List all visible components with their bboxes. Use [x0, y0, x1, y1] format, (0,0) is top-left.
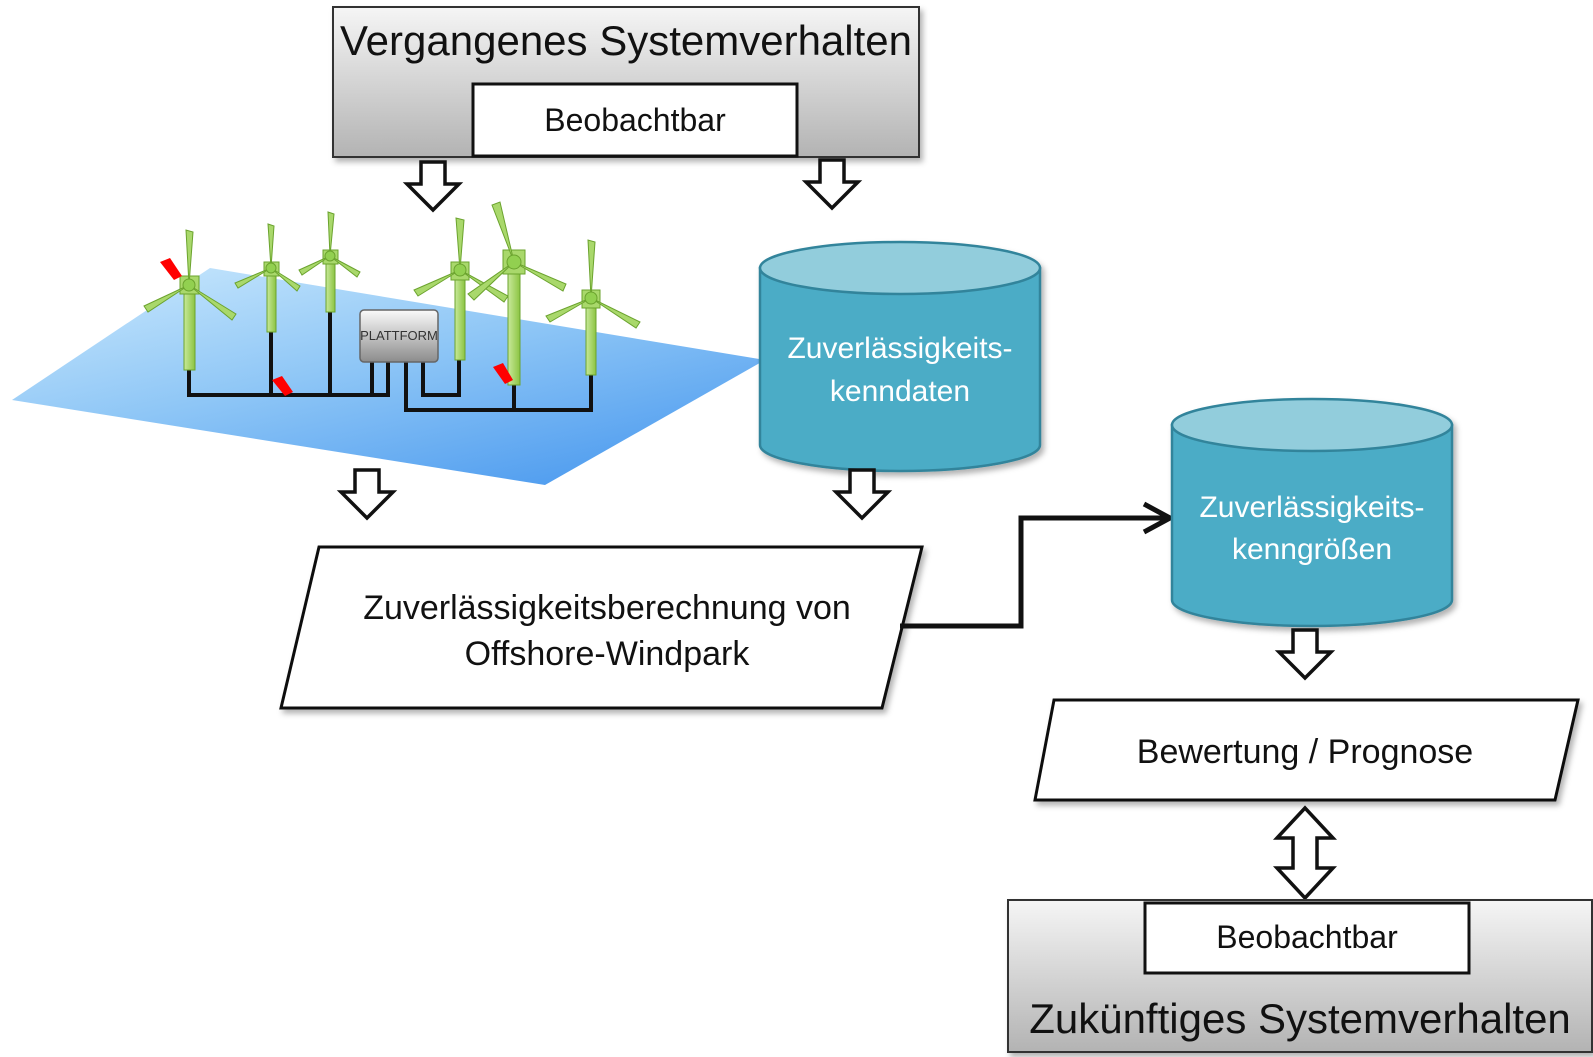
platform-label: PLATTFORM	[360, 328, 438, 343]
calculation-line2: Offshore-Windpark	[465, 635, 751, 673]
db-kenngroessen-line1: Zuverlässigkeits-	[1199, 491, 1424, 524]
turbine-5	[467, 201, 567, 386]
turbine-2	[234, 223, 301, 333]
turbine-6	[545, 239, 641, 376]
calculation-node: Zuverlässigkeitsberechnung von Offshore-…	[279, 545, 924, 710]
fault-marker-3	[493, 363, 513, 384]
db-kenndaten-line2: kenndaten	[830, 375, 970, 408]
db-kenngroessen	[1170, 397, 1454, 628]
future-system-title: Zukünftiges Systemverhalten	[1029, 995, 1571, 1042]
turbine-1	[143, 229, 237, 371]
calculation-line1: Zuverlässigkeitsberechnung von	[363, 589, 851, 627]
cable-network	[187, 310, 593, 412]
platform: PLATTFORM	[359, 309, 439, 363]
arrow-kenngroessen-to-evaluation	[1277, 628, 1333, 680]
fault-marker-2	[272, 376, 293, 396]
fault-markers	[160, 258, 513, 396]
past-observable-label: Beobachtbar	[544, 102, 726, 138]
db-kenndaten	[758, 240, 1042, 473]
turbine-3	[298, 211, 361, 313]
future-system-box: Beobachtbar Zukünftiges Systemverhalten	[1007, 899, 1593, 1053]
arrow-past-to-kenndaten	[804, 158, 860, 210]
fault-marker-1	[160, 258, 182, 280]
evaluation-node: Bewertung / Prognose	[1033, 698, 1580, 802]
evaluation-label: Bewertung / Prognose	[1137, 733, 1473, 771]
arrow-windpark-to-calculation	[339, 468, 395, 520]
db-kenndaten-line1: Zuverlässigkeits-	[787, 332, 1012, 365]
arrow-past-to-windpark	[405, 160, 461, 212]
future-observable-label: Beobachtbar	[1216, 919, 1398, 955]
db-kenngroessen-line2: kenngrößen	[1232, 533, 1392, 566]
windpark-illustration: PLATTFORM	[12, 201, 765, 485]
arrow-calculation-to-kenngroessen	[900, 501, 1176, 629]
past-system-box: Vergangenes Systemverhalten Beobachtbar	[332, 6, 920, 158]
arrow-kenndaten-to-calculation	[834, 468, 890, 520]
arrow-evaluation-future	[1272, 805, 1338, 901]
past-system-title: Vergangenes Systemverhalten	[340, 17, 912, 64]
